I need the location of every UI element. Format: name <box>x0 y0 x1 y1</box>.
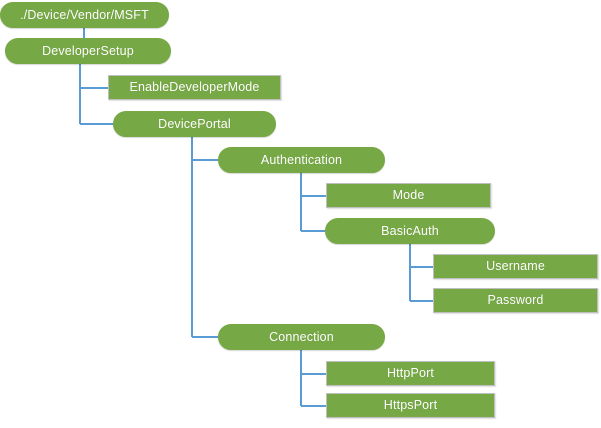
node-connection[interactable]: Connection <box>218 324 385 350</box>
node-root[interactable]: ./Device/Vendor/MSFT <box>0 2 169 28</box>
node-basicauth[interactable]: BasicAuth <box>325 218 495 244</box>
node-authentication[interactable]: Authentication <box>218 147 385 173</box>
node-httpsport-label: HttpsPort <box>383 398 438 413</box>
node-httpport-label: HttpPort <box>386 366 435 381</box>
node-mode[interactable]: Mode <box>326 183 491 208</box>
node-httpport[interactable]: HttpPort <box>326 361 495 386</box>
node-deviceportal[interactable]: DevicePortal <box>113 111 276 137</box>
node-deviceportal-label: DevicePortal <box>158 116 231 131</box>
node-password[interactable]: Password <box>433 288 598 313</box>
node-authentication-label: Authentication <box>260 152 343 167</box>
node-enabledevelopermode-label: EnableDeveloperMode <box>129 80 260 95</box>
node-username[interactable]: Username <box>433 254 598 279</box>
node-username-label: Username <box>486 259 545 274</box>
node-connection-label: Connection <box>269 329 334 344</box>
node-mode-label: Mode <box>392 188 425 203</box>
node-root-label: ./Device/Vendor/MSFT <box>20 7 149 22</box>
node-developersetup[interactable]: DeveloperSetup <box>5 38 171 64</box>
node-httpsport[interactable]: HttpsPort <box>326 393 495 418</box>
node-password-label: Password <box>487 293 544 308</box>
node-developersetup-label: DeveloperSetup <box>42 43 134 58</box>
node-enabledevelopermode[interactable]: EnableDeveloperMode <box>108 75 281 100</box>
node-basicauth-label: BasicAuth <box>381 223 439 238</box>
